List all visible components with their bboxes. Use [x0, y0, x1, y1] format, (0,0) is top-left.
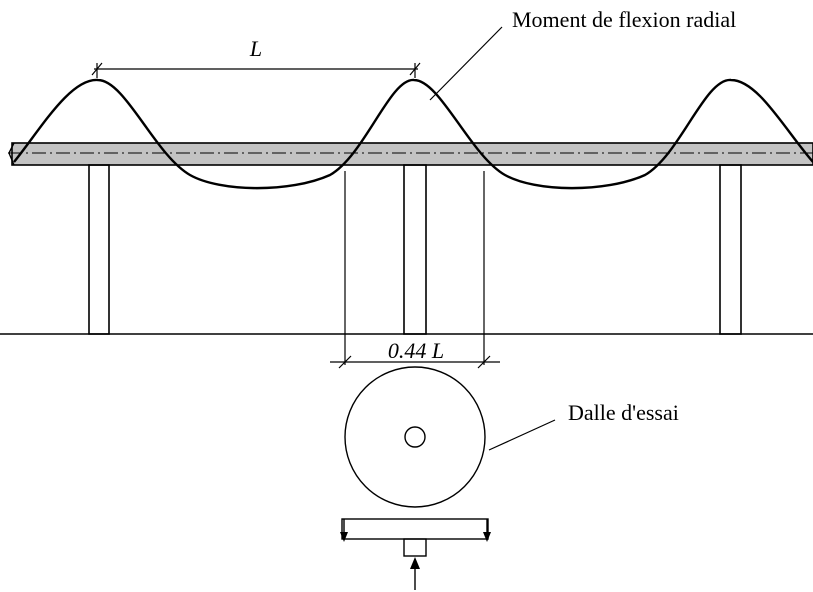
test-slab-leader: [488, 419, 556, 451]
column-stub-circle: [404, 426, 426, 448]
load-arrow-left-head: [340, 532, 348, 542]
specimen-elevation: [341, 518, 489, 540]
specimen-tick-right: [477, 355, 491, 369]
load-arrow-right-head: [483, 532, 491, 542]
slab-strip: [8, 142, 813, 166]
moment-leader: [429, 26, 503, 101]
slab-break-mark: [8, 142, 15, 166]
column-right: [719, 164, 742, 335]
column-middle: [403, 164, 427, 335]
test-slab-outline: [344, 366, 486, 508]
test-setup: [341, 518, 489, 590]
columns: [88, 164, 742, 335]
arrow-heads: [340, 532, 491, 569]
column-stub: [403, 538, 427, 557]
span-label: L: [249, 36, 262, 61]
specimen-extent: [330, 171, 500, 369]
column-left: [88, 164, 110, 335]
slab-band: [11, 142, 813, 166]
moment-curve: [13, 78, 813, 190]
test-slab-label: Dalle d'essai: [568, 400, 679, 425]
moment-label: Moment de flexion radial: [512, 7, 736, 32]
test-slab: [344, 366, 486, 508]
span-dimension: [91, 62, 421, 78]
specimen-tick-left: [338, 355, 352, 369]
reaction-arrow-head: [410, 557, 420, 569]
specimen-width-label: 0.44 L: [388, 338, 444, 363]
